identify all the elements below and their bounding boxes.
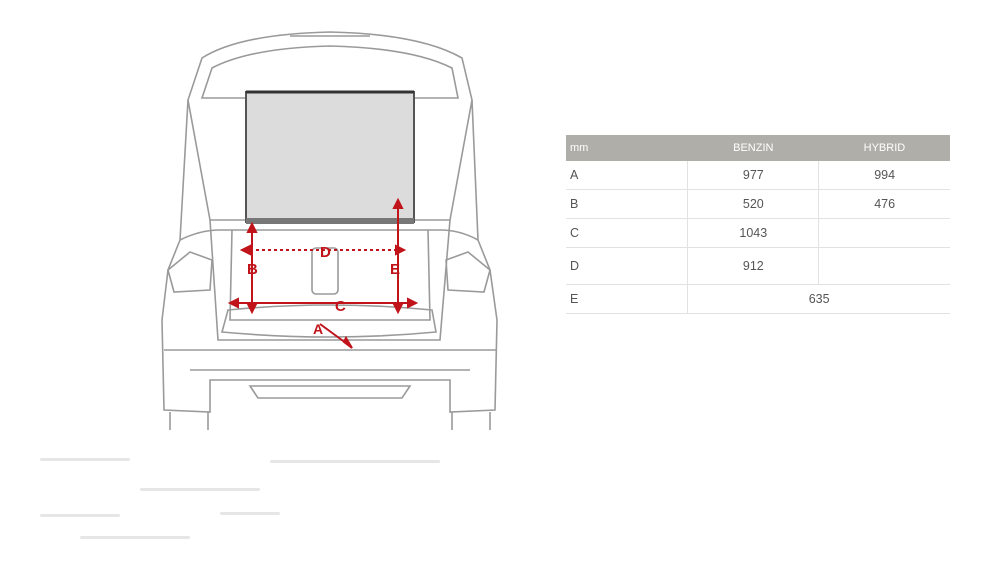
label-d: D [320, 244, 331, 261]
table-row: D 912 [566, 247, 950, 285]
car-trunk-diagram: B D E C A [161, 31, 498, 430]
table-row: E 635 [566, 284, 950, 314]
row-label: B [566, 189, 689, 219]
label-a: A [313, 321, 323, 337]
dimensions-table: mm BENZIN HYBRID A 977 994 B 520 476 C 1… [566, 135, 950, 314]
table-row: C 1043 [566, 218, 950, 248]
table-header-row: mm BENZIN HYBRID [566, 135, 950, 161]
header-unit: mm [566, 135, 688, 161]
table-row: B 520 476 [566, 189, 950, 219]
measurement-lines [227, 197, 419, 349]
hybrid-value [818, 247, 950, 285]
hybrid-value [818, 218, 950, 248]
label-e: E [390, 261, 400, 278]
hybrid-value: 476 [818, 189, 950, 219]
row-label: A [566, 161, 689, 190]
table-row: A 977 994 [566, 161, 950, 190]
hybrid-value: 994 [818, 161, 950, 190]
benzin-value: 912 [687, 247, 820, 285]
header-benzin: BENZIN [687, 135, 819, 161]
row-label: E [566, 284, 689, 314]
row-label: D [566, 247, 689, 285]
faded-text-block [40, 452, 480, 552]
benzin-value: 520 [687, 189, 820, 219]
label-c: C [335, 298, 346, 315]
header-hybrid: HYBRID [818, 135, 950, 161]
benzin-value: 1043 [687, 218, 820, 248]
benzin-value: 977 [687, 161, 820, 190]
car-outline [161, 31, 498, 430]
label-b: B [247, 261, 258, 278]
luggage-cover [245, 91, 415, 223]
span-value: 635 [687, 284, 950, 314]
row-label: C [566, 218, 689, 248]
